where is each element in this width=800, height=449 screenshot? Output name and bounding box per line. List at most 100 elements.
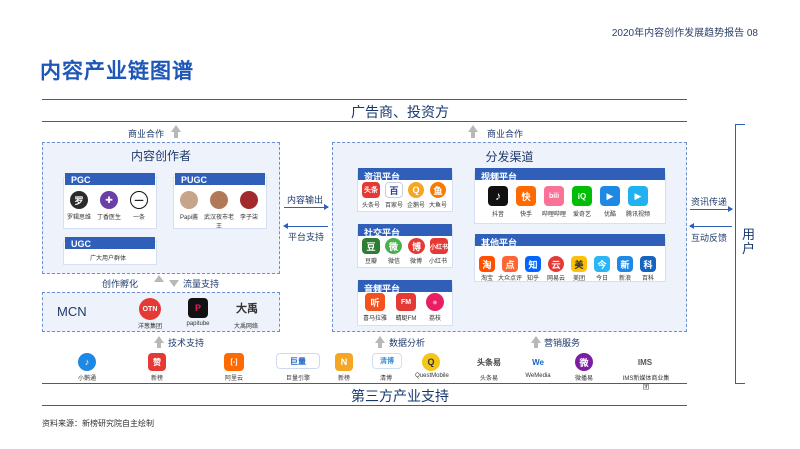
tp-logo-10: 微 xyxy=(575,353,593,371)
marketing-service-label: 营销服务 xyxy=(544,338,581,348)
content-output-label: 内容输出 xyxy=(287,195,324,205)
pgc-avatar-1: 罗 xyxy=(70,191,88,209)
bottom-band-line-top xyxy=(42,383,687,384)
business-coop-left-label: 商业合作 xyxy=(128,129,165,139)
pugc-label-3: 李子柒 xyxy=(239,215,258,221)
tp-label-1: 小鹅通 xyxy=(77,376,96,382)
social-logo-2: 微 xyxy=(385,238,402,254)
video-label-6: 腾讯视频 xyxy=(625,212,650,218)
info-spread-label: 资讯传递 xyxy=(691,197,728,207)
mcn-box: MCN xyxy=(42,292,280,332)
business-coop-right-arrow xyxy=(468,125,478,132)
other-logo-1: 淘 xyxy=(479,256,495,272)
creative-incubation-arrow xyxy=(154,275,164,282)
video-logo-2: 快 xyxy=(516,186,536,206)
pgc-label-1: 罗辑思维 xyxy=(66,215,91,221)
audio-tag: 音频平台 xyxy=(358,280,452,294)
video-label-3: 哔哩哔哩 xyxy=(541,212,566,218)
tp-logo-2: 赞 xyxy=(148,353,166,371)
tp-label-8: 头条易 xyxy=(479,376,498,382)
news-label-3: 企鹅号 xyxy=(406,203,425,209)
other-label-1: 淘宝 xyxy=(480,276,493,282)
audio-logo-1: 听 xyxy=(365,293,385,311)
other-label-6: 今日 xyxy=(595,276,608,282)
content-creators-box: 内容创作者 PGC 罗 罗辑思维 ✚ 丁香医生 一 一条 PUGC Papi酱 … xyxy=(42,142,280,274)
content-output-arrow xyxy=(284,204,329,210)
social-logo-4: 小红书 xyxy=(430,238,448,254)
pugc-label-2: 武汉夜市老王 xyxy=(203,215,234,230)
distribution-title: 分发渠道 xyxy=(485,150,534,164)
tech-support-stem xyxy=(157,342,161,348)
pgc-label-2: 丁香医生 xyxy=(96,215,121,221)
tp-logo-5: N xyxy=(335,353,353,371)
top-band-line-top xyxy=(42,99,687,100)
mcn-label: MCN xyxy=(57,304,87,319)
users-bracket xyxy=(735,124,745,384)
video-logo-6: ▶ xyxy=(628,186,648,206)
other-label-8: 百科 xyxy=(641,276,654,282)
social-logo-1: 豆 xyxy=(362,238,380,254)
other-logo-5: 美 xyxy=(571,256,587,272)
other-tag: 其他平台 xyxy=(475,234,665,248)
other-label-3: 知乎 xyxy=(526,276,539,282)
info-spread-arrow xyxy=(690,206,733,212)
mcn-label-2: papitube xyxy=(186,321,210,327)
tp-label-4: 巨量引擎 xyxy=(285,376,310,382)
news-tag: 资讯平台 xyxy=(358,168,452,182)
top-band-line-bottom xyxy=(42,121,687,122)
interactive-feedback-label: 互动反馈 xyxy=(691,233,728,243)
other-logo-6: 今 xyxy=(594,256,610,272)
tp-logo-8: 头条易 xyxy=(472,355,506,369)
pgc-tag: PGC xyxy=(65,173,155,185)
tp-label-10: 微播易 xyxy=(574,376,593,382)
tp-label-7: QuestMobile xyxy=(415,373,449,379)
content-creators-title: 内容创作者 xyxy=(130,149,191,163)
traffic-support-arrow xyxy=(169,280,179,287)
news-logo-4: 鱼 xyxy=(430,182,446,198)
tp-logo-7: Q xyxy=(422,353,440,371)
social-label-2: 微信 xyxy=(387,259,400,265)
business-coop-left-stem xyxy=(174,131,178,138)
video-logo-1: ♪ xyxy=(488,186,508,206)
page-title: 内容产业链图谱 xyxy=(40,60,194,83)
audio-logo-3: ● xyxy=(426,293,444,311)
news-label-4: 大鱼号 xyxy=(428,203,447,209)
pgc-avatar-2: ✚ xyxy=(100,191,118,209)
social-logo-3: 博 xyxy=(408,238,425,254)
other-logo-8: 科 xyxy=(640,256,656,272)
video-logo-3: bili xyxy=(544,186,564,206)
audio-label-3: 荔枝 xyxy=(428,316,441,322)
audio-logo-2: FM xyxy=(396,293,416,311)
source-note: 资料来源：新榜研究院自主绘制 xyxy=(42,419,154,428)
report-header: 2020年内容创作发展趋势报告 08 xyxy=(611,28,758,39)
tp-label-6: 清博 xyxy=(379,376,392,382)
marketing-service-arrow xyxy=(531,336,541,343)
other-logo-2: 点 xyxy=(502,256,518,272)
video-label-1: 抖音 xyxy=(491,212,504,218)
users-label: 用户 xyxy=(742,227,756,256)
audio-label-2: 蜻蜓FM xyxy=(395,316,417,322)
data-analysis-label: 数据分析 xyxy=(389,338,426,348)
tp-label-3: 阿里云 xyxy=(224,376,243,382)
pugc-tag: PUGC xyxy=(175,173,265,185)
news-label-1: 头条号 xyxy=(361,203,380,209)
video-label-2: 快手 xyxy=(519,212,532,218)
tp-logo-6: 清博 xyxy=(372,353,402,369)
video-logo-5: ▶ xyxy=(600,186,620,206)
data-analysis-stem xyxy=(378,342,382,348)
other-label-5: 美团 xyxy=(572,276,585,282)
bottom-band-line-bottom xyxy=(42,405,687,406)
video-tag: 视频平台 xyxy=(475,168,665,182)
mcn-label-1: 洋葱集团 xyxy=(137,324,162,330)
pugc-avatar-3 xyxy=(240,191,258,209)
tp-logo-3: [-] xyxy=(224,353,244,371)
social-label-1: 豆瓣 xyxy=(364,259,377,265)
pugc-avatar-2 xyxy=(210,191,228,209)
tech-support-label: 技术支持 xyxy=(168,338,205,348)
data-analysis-arrow xyxy=(375,336,385,343)
pugc-label-1: Papi酱 xyxy=(179,215,198,221)
news-logo-2: 百 xyxy=(385,182,403,198)
ugc-tag: UGC xyxy=(65,237,155,249)
news-label-2: 百家号 xyxy=(384,203,403,209)
mcn-label-3: 大禹网络 xyxy=(233,324,258,330)
